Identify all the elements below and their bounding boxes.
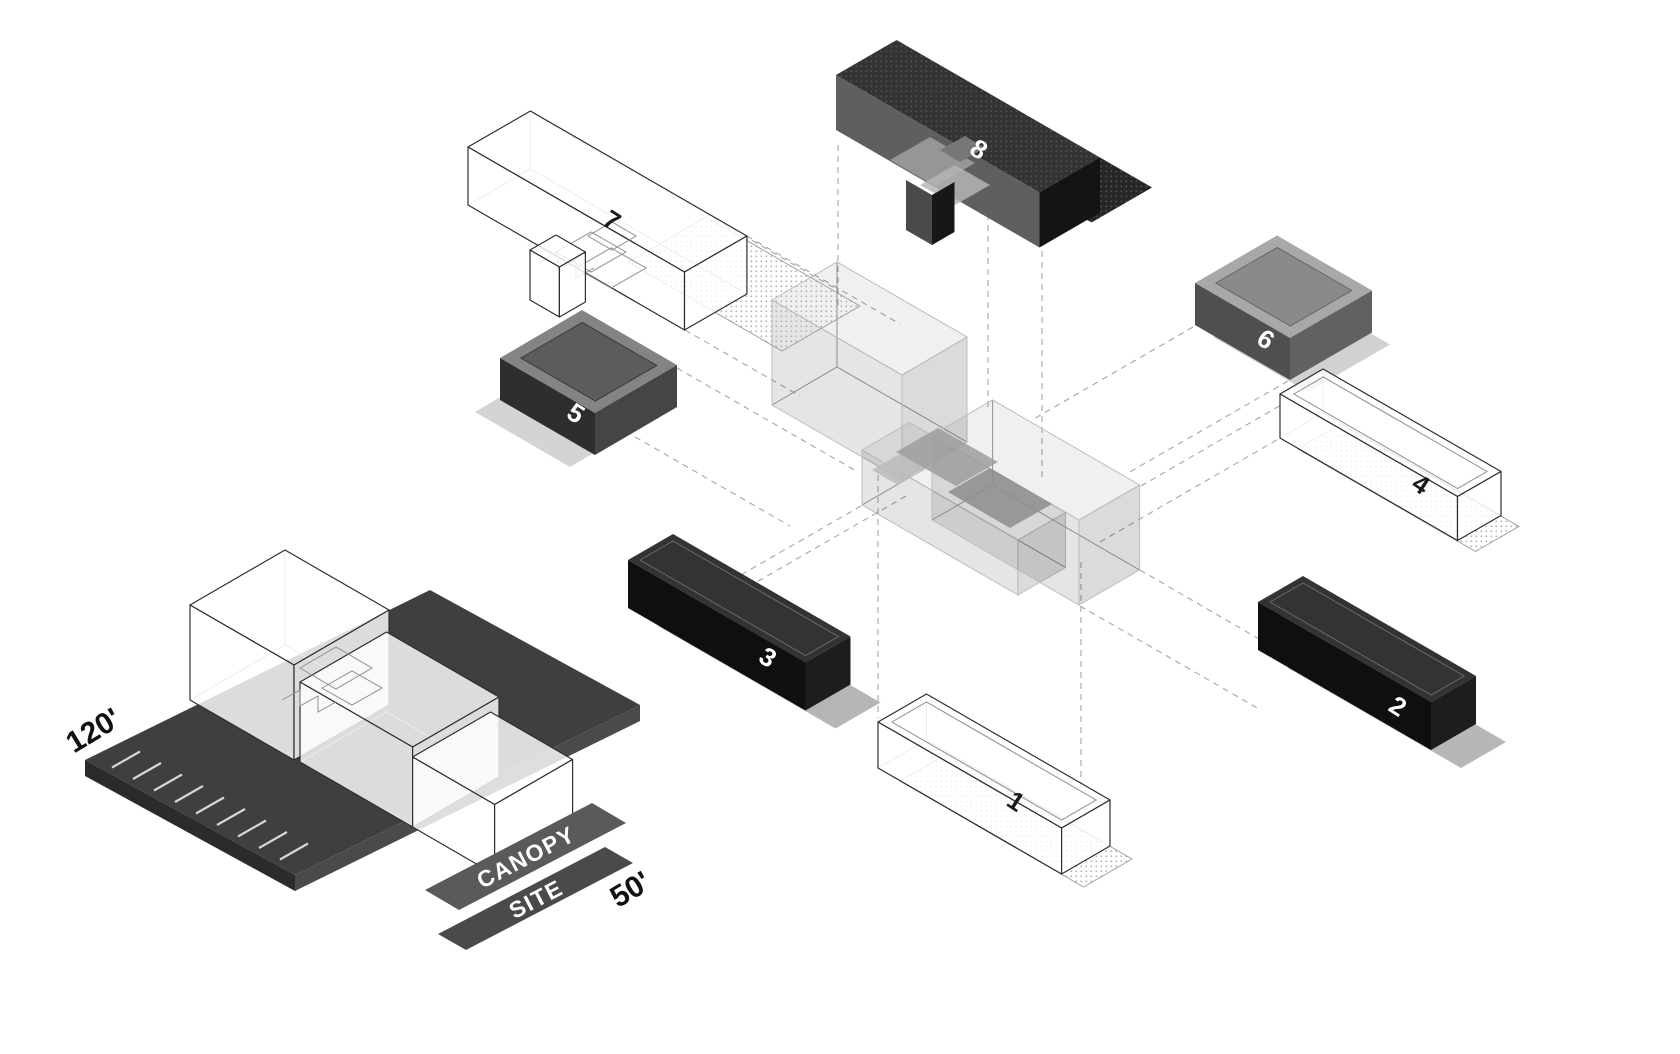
volume-6: 6 (1194, 235, 1390, 392)
volume-2-top-inset (1269, 582, 1466, 696)
volume-8-leg (906, 180, 955, 245)
site-plan: CANOPY SITE 120' 50' (61, 549, 656, 950)
volume-6-top-inset (1214, 246, 1353, 327)
site-plate-front-left (85, 760, 295, 891)
volume-5-top-inset (519, 321, 658, 402)
volume-3-left-face (628, 560, 806, 711)
volume-7-leg (529, 234, 587, 318)
volume-4-right-face (1456, 470, 1502, 542)
volume-1: 1 (877, 693, 1133, 888)
volume-1-right-face (1060, 799, 1111, 875)
ghost-interior-details (872, 428, 1052, 528)
volume-8-right-face (1039, 157, 1100, 248)
volume-5-left-face (500, 358, 595, 455)
volume-4-top-inset (1292, 376, 1488, 490)
volume-2: 2 (1258, 576, 1506, 768)
volume-2-top-face (1258, 576, 1476, 702)
volume-6-left-face (1195, 283, 1290, 380)
volume-7-right-face (683, 235, 748, 331)
volume-7: 7 (467, 110, 861, 352)
central-ghost-massing (771, 261, 1141, 606)
site-building-details (281, 646, 384, 713)
site-band (438, 847, 633, 950)
volume-8: 8 (836, 40, 1152, 248)
volume-2-right-face (1431, 676, 1476, 750)
volume-3-top-inset (639, 540, 840, 657)
volume-1-top-inset (890, 701, 1098, 821)
site-label: SITE (505, 874, 568, 923)
canopy-band (425, 803, 626, 910)
volume-3-top-face (628, 534, 851, 663)
site-building (189, 549, 574, 876)
volume-2-left-face (1258, 602, 1431, 750)
volume-4: 4 (1279, 368, 1520, 553)
volume-3-right-face (805, 636, 851, 711)
volume-5: 5 (475, 310, 677, 467)
volume-6-right-face (1290, 290, 1372, 380)
volume-3: 3 (628, 534, 881, 729)
site-hatch-ticks (111, 750, 309, 861)
volume-5-right-face (595, 365, 677, 455)
